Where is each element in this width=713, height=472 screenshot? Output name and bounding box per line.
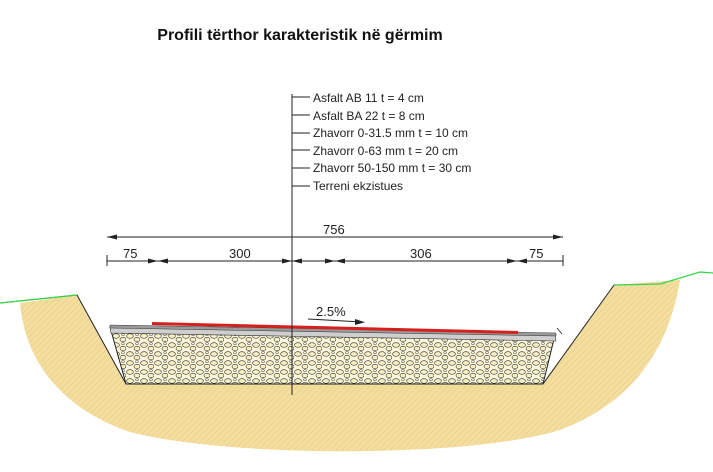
layer-label-zhavorr-31: Zhavorr 0-31.5 mm t = 10 cm xyxy=(313,126,468,140)
grass-line-right xyxy=(613,271,713,286)
dimension-total: 756 xyxy=(323,222,345,237)
total-dimension-line xyxy=(107,234,563,240)
layer-label-terrain: Terreni ekzistues xyxy=(313,179,403,193)
dimension-left-shoulder: 75 xyxy=(123,246,137,261)
layer-label-ab11: Asfalt AB 11 t = 4 cm xyxy=(313,91,424,105)
grass-line-left xyxy=(0,294,78,304)
slope-arrowhead xyxy=(355,319,365,325)
slope-label: 2.5% xyxy=(316,304,346,319)
segment-dimension-line xyxy=(106,255,564,266)
layer-label-ba22: Asfalt BA 22 t = 8 cm xyxy=(313,109,425,123)
layer-leaders xyxy=(292,96,310,187)
layer-label-zhavorr-63: Zhavorr 0-63 mm t = 20 cm xyxy=(313,144,458,158)
soil-cut xyxy=(20,280,680,452)
slope-arrow xyxy=(307,318,363,323)
dimension-right-lane: 306 xyxy=(410,246,432,261)
asphalt-ab11-layer xyxy=(152,322,518,334)
right-cut-slope xyxy=(542,284,615,385)
shoulder-tick xyxy=(556,327,563,335)
dimension-left-lane: 300 xyxy=(229,246,251,261)
layer-label-zhavorr-150: Zhavorr 50-150 mm t = 30 cm xyxy=(313,161,471,175)
drawing-title: Profili tërthor karakteristik në gërmim xyxy=(157,27,443,44)
dimension-right-shoulder: 75 xyxy=(529,246,543,261)
